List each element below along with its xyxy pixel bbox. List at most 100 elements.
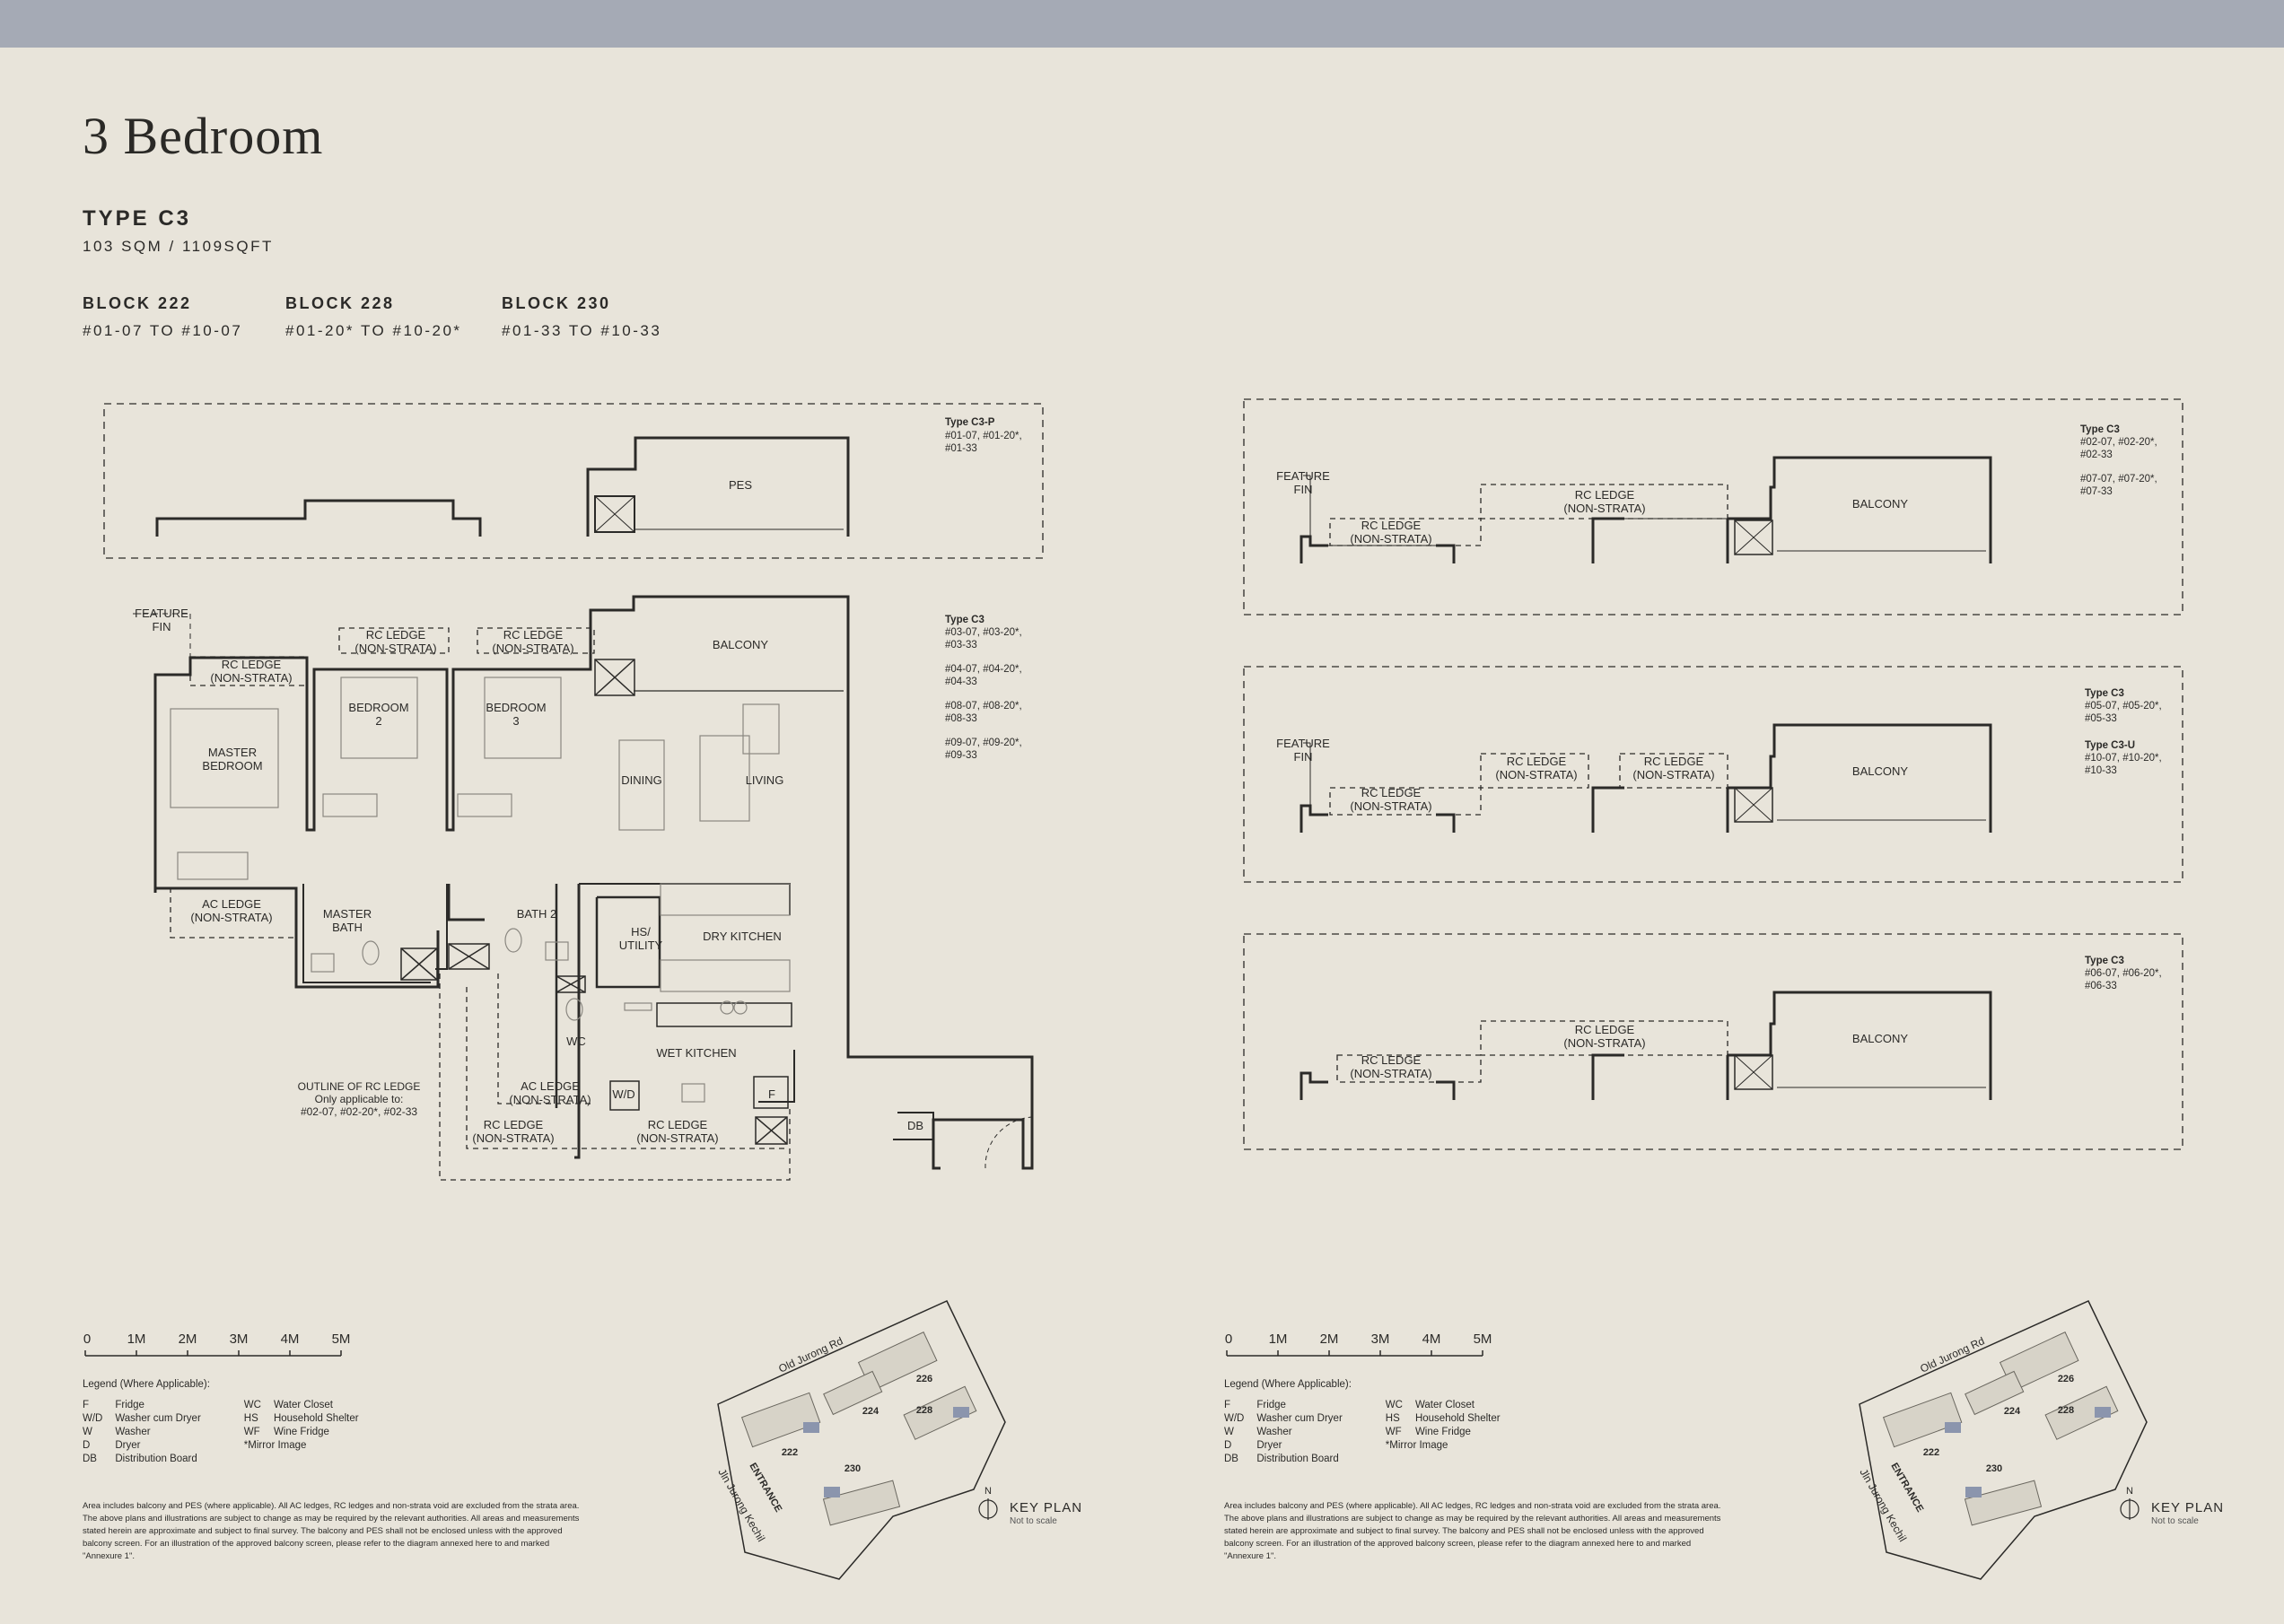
legend-cell: W: [1224, 1427, 1234, 1437]
plan-label: Type C3: [2080, 424, 2120, 435]
plan-label: #01-33: [945, 443, 977, 454]
block-name: BLOCK 222: [83, 294, 192, 312]
hs-utility-label-2: UTILITY: [619, 939, 663, 952]
plan-label: RC LEDGE: [1361, 786, 1422, 799]
legend-cell: Household Shelter: [1414, 1413, 1501, 1424]
unit-type: TYPE C3: [83, 206, 192, 231]
key-plan-sub: Not to scale: [2151, 1516, 2199, 1526]
plan-label: #04-33: [945, 677, 977, 687]
legend-cell: [1355, 1439, 1386, 1453]
plan-label: Type C3: [2085, 956, 2124, 966]
plan-label: FEATURE: [1276, 737, 1330, 750]
plan-label: RC LEDGE: [222, 658, 282, 671]
legend-cell: [1355, 1453, 1386, 1466]
legend-cell: *Mirror Image: [1385, 1440, 1448, 1451]
plan-label: 230: [1986, 1463, 2002, 1474]
legend-cell: W/D: [83, 1413, 103, 1424]
plan-label: (NON-STRATA): [1563, 502, 1645, 515]
wc-label: WC: [566, 1035, 586, 1048]
plan-label: #06-33: [2085, 981, 2117, 991]
plan-label: #06-07, #06-20*,: [2085, 968, 2162, 979]
plan-label: N: [2126, 1486, 2133, 1497]
block-units: #01-20* TO #10-20*: [285, 322, 462, 339]
plan-label: #10-33: [2085, 765, 2117, 776]
plan-label: (NON-STRATA): [492, 642, 573, 655]
feature-fin-label-1: FEATURE: [135, 607, 188, 620]
plan-label: (NON-STRATA): [1350, 799, 1431, 813]
plan-label: #09-07, #09-20*,: [945, 738, 1022, 748]
bedroom2-label-2: 2: [375, 714, 381, 728]
key-plan-label: KEY PLAN: [2151, 1500, 2225, 1515]
legend-cell: WF: [1385, 1427, 1402, 1437]
db-label: DB: [907, 1119, 923, 1132]
legend-cell: Fridge: [115, 1400, 144, 1410]
legend-cell: Distribution Board: [1256, 1454, 1339, 1464]
dining-label: DINING: [621, 773, 662, 787]
key-plan-sub: Not to scale: [1010, 1516, 1057, 1526]
plan-label: #08-33: [945, 713, 977, 724]
plan-label: 0: [1225, 1332, 1232, 1347]
plan-label: (NON-STRATA): [210, 671, 292, 685]
plan-label: #08-07, #08-20*,: [945, 701, 1022, 712]
legend-cell: Fridge: [1256, 1400, 1286, 1410]
unit-area: 103 SQM / 1109SQFT: [83, 238, 274, 255]
hs-utility-label-1: HS/: [631, 925, 651, 939]
plan-label: RC LEDGE: [366, 628, 426, 642]
bedroom3-label-2: 3: [512, 714, 519, 728]
plan-label: AC LEDGE: [521, 1079, 580, 1093]
plan-label: 1M: [127, 1332, 146, 1347]
plan-label: BALCONY: [1852, 1032, 1908, 1045]
legend-cell: D: [83, 1440, 91, 1451]
plan-label: #05-33: [2085, 713, 2117, 724]
legend-cell: [214, 1453, 244, 1466]
plan-label: 228: [916, 1405, 932, 1416]
plan-label: (NON-STRATA): [509, 1093, 591, 1106]
living-label: LIVING: [746, 773, 784, 787]
legend-cell: Wine Fridge: [273, 1427, 329, 1437]
plan-label: #04-07, #04-20*,: [945, 664, 1022, 675]
plan-label: Type C3: [945, 615, 984, 625]
legend-cell: WC: [1385, 1400, 1403, 1410]
plan-label: Only applicable to:: [315, 1093, 404, 1105]
plan-label: 4M: [1422, 1332, 1441, 1347]
bedroom2-label-1: BEDROOM: [348, 701, 408, 714]
block-name: BLOCK 228: [285, 294, 395, 312]
wet-kitchen-label: WET KITCHEN: [656, 1046, 736, 1060]
plan-label: N: [984, 1486, 992, 1497]
block-228: BLOCK 228 #01-20* TO #10-20*: [285, 294, 462, 340]
plan-label: ENTRANCE: [1888, 1462, 1925, 1515]
legend-cell: Household Shelter: [273, 1413, 359, 1424]
legend-cell: [1386, 1453, 1415, 1466]
plan-label: #09-33: [945, 750, 977, 761]
plan-label: 5M: [332, 1332, 351, 1347]
master-bedroom-label-1: MASTER: [208, 746, 257, 759]
legend-cell: [1355, 1399, 1386, 1412]
legend-cell: [214, 1439, 244, 1453]
plan-label: 222: [1923, 1447, 1939, 1458]
plan-label: (NON-STRATA): [1350, 1067, 1431, 1080]
plan-label: 3M: [1371, 1332, 1390, 1347]
legend-cell: [1355, 1426, 1386, 1439]
plan-label: 222: [782, 1447, 798, 1458]
block-units: #01-07 TO #10-07: [83, 322, 243, 339]
plan-label: RC LEDGE: [484, 1118, 544, 1131]
plan-label: 224: [2004, 1406, 2021, 1417]
legend-heading: Legend (Where Applicable):: [1224, 1379, 1352, 1390]
top-bar: [0, 0, 2284, 48]
block-units: #01-33 TO #10-33: [502, 322, 662, 339]
plan-label: #05-07, #05-20*,: [2085, 701, 2162, 712]
pes-variant-frame: [103, 403, 1044, 559]
master-bedroom-label-2: BEDROOM: [202, 759, 262, 773]
pes-label: PES: [729, 478, 752, 492]
legend-cell: [214, 1399, 244, 1412]
legend-cell: WC: [243, 1400, 261, 1410]
wd-label: W/D: [612, 1087, 634, 1101]
plan-label: (NON-STRATA): [190, 911, 272, 924]
plan-label: Type C3-P: [945, 417, 995, 428]
legend-heading: Legend (Where Applicable):: [83, 1379, 210, 1390]
plan-label: RC LEDGE: [648, 1118, 708, 1131]
plan-label: RC LEDGE: [503, 628, 564, 642]
plan-label: #02-33: [2080, 450, 2113, 460]
legend-cell: *Mirror Image: [243, 1440, 307, 1451]
